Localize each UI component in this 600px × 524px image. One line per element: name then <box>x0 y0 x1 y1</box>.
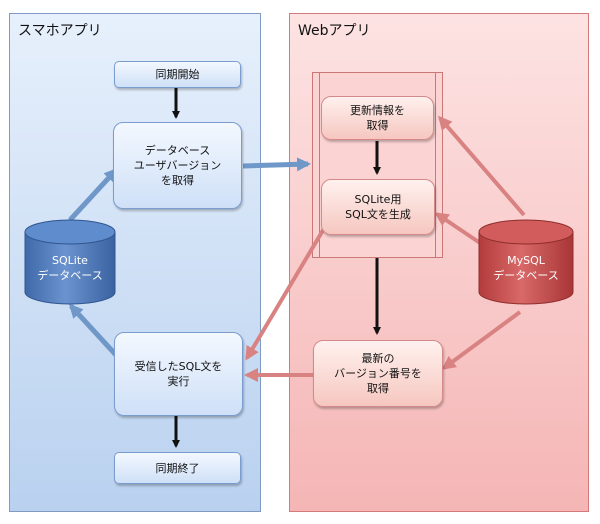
sync-start-step: 同期開始 <box>114 61 241 88</box>
get-updates-label: 更新情報を 取得 <box>350 104 405 132</box>
get-latest-version-step: 最新の バージョン番号を 取得 <box>313 340 443 407</box>
execute-sql-label: 受信したSQL文を 実行 <box>134 360 223 388</box>
frame-rail-left <box>319 73 320 257</box>
generate-sql-label: SQLite用 SQL文を生成 <box>345 193 411 221</box>
sync-end-step: 同期終了 <box>114 452 241 484</box>
execute-sql-step: 受信したSQL文を 実行 <box>114 332 243 416</box>
arrow-get-version-to-web <box>242 157 311 172</box>
sqlite-database-icon <box>24 219 116 305</box>
mysql-database-label: MySQL データベース <box>493 254 559 282</box>
mysql-database-icon <box>478 219 574 305</box>
frame-rail-right <box>435 73 436 257</box>
arrow-sqlite-to-get-version <box>68 167 119 222</box>
arrow-execute-to-sqlite <box>68 303 118 357</box>
get-updates-step: 更新情報を 取得 <box>321 96 434 140</box>
web-app-title: Webアプリ <box>298 23 371 39</box>
sync-start-label: 同期開始 <box>155 68 200 81</box>
smartphone-app-title: スマホアプリ <box>18 23 102 39</box>
arrow-mysql-to-get-updates <box>438 115 526 217</box>
arrow-mysql-to-latest-version <box>441 310 522 370</box>
sqlite-database-label: SQLite データベース <box>37 254 103 282</box>
generate-sql-step: SQLite用 SQL文を生成 <box>321 179 435 235</box>
get-latest-version-label: 最新の バージョン番号を 取得 <box>334 352 422 395</box>
get-db-version-label: データベース ユーザバージョン を取得 <box>133 144 222 187</box>
get-db-version-step: データベース ユーザバージョン を取得 <box>113 122 242 209</box>
sync-end-label: 同期終了 <box>155 461 200 475</box>
